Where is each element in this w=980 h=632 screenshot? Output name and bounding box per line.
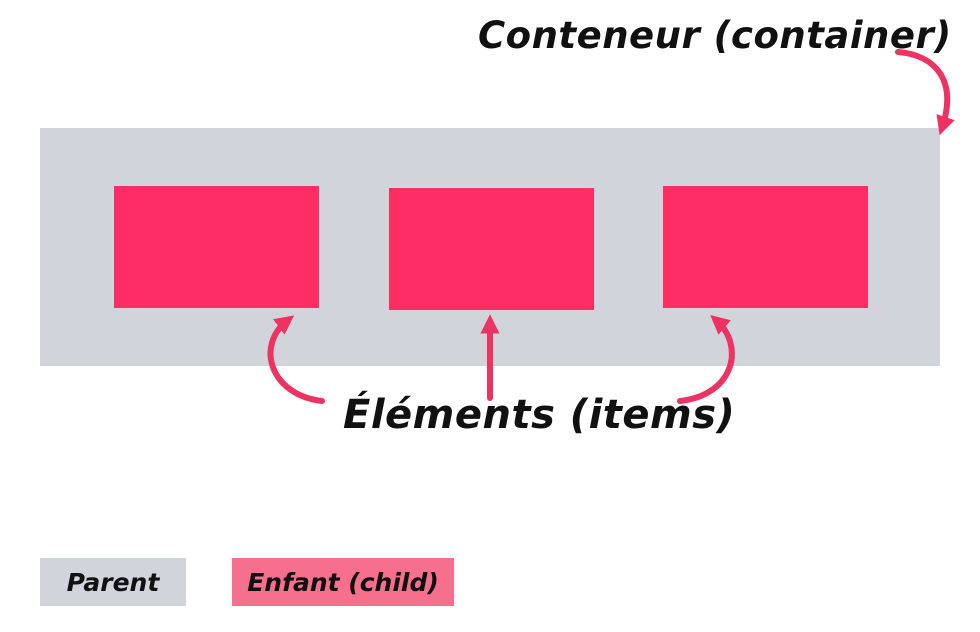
- container-label: Conteneur (container): [478, 14, 952, 57]
- legend-child: Enfant (child): [232, 558, 454, 606]
- legend-child-label: Enfant (child): [247, 567, 439, 597]
- item-1-arrow: [267, 315, 325, 404]
- flex-item-1: [114, 186, 319, 308]
- flex-item-3: [663, 186, 868, 308]
- legend-parent-label: Parent: [66, 567, 160, 597]
- container-arrow: [895, 49, 955, 136]
- items-label: Éléments (items): [343, 392, 736, 438]
- item-3-arrow: [677, 314, 735, 404]
- flex-item-2: [389, 188, 594, 310]
- legend-parent: Parent: [40, 558, 186, 606]
